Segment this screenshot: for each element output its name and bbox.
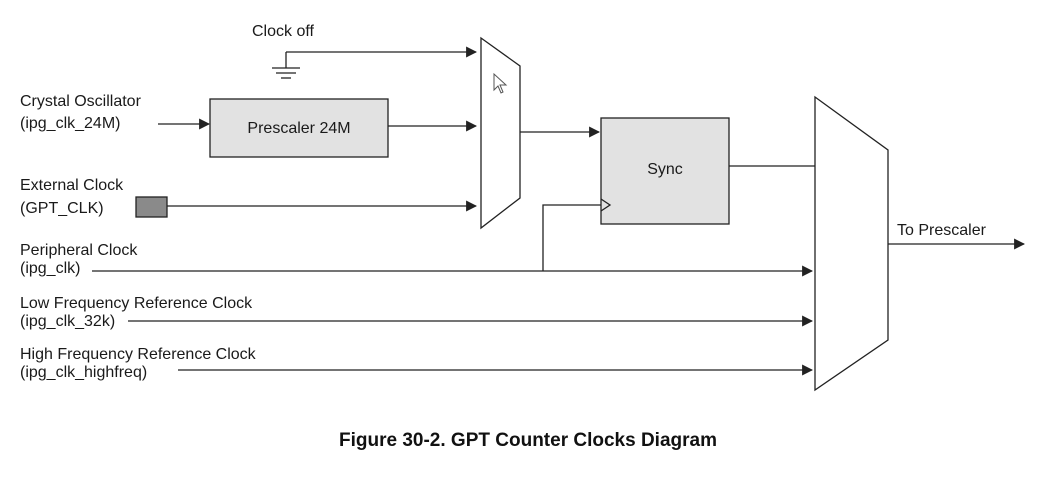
- external-clock-signal: (GPT_CLK): [20, 200, 104, 217]
- external-clock-label: External Clock: [20, 177, 124, 194]
- figure-caption: Figure 30-2. GPT Counter Clocks Diagram: [339, 430, 717, 451]
- clock-off-label: Clock off: [252, 23, 315, 40]
- ground-icon: [272, 52, 300, 79]
- peripheral-clock-signal: (ipg_clk): [20, 260, 80, 277]
- input-mux: [480, 36, 521, 230]
- sync-label: Sync: [647, 161, 683, 178]
- output-mux: [814, 95, 889, 392]
- low-freq-clock-signal: (ipg_clk_32k): [20, 313, 115, 330]
- high-freq-clock-label: High Frequency Reference Clock: [20, 346, 257, 363]
- mouse-cursor-icon: [493, 72, 508, 94]
- peripheral-clock-label: Peripheral Clock: [20, 242, 138, 259]
- peripheral-clock-branch-wire: [542, 204, 601, 271]
- prescaler-24m-block: [209, 98, 389, 158]
- crystal-oscillator-label: Crystal Oscillator: [20, 93, 142, 110]
- prescaler-24m-label: Prescaler 24M: [247, 120, 350, 137]
- high-freq-clock-signal: (ipg_clk_highfreq): [20, 364, 147, 381]
- to-prescaler-label: To Prescaler: [897, 222, 987, 239]
- external-clock-pin: [135, 196, 168, 218]
- crystal-oscillator-signal: (ipg_clk_24M): [20, 115, 120, 132]
- sync-block: [600, 117, 730, 225]
- low-freq-clock-label: Low Frequency Reference Clock: [20, 295, 253, 312]
- sync-clock-input-marker: [600, 198, 612, 212]
